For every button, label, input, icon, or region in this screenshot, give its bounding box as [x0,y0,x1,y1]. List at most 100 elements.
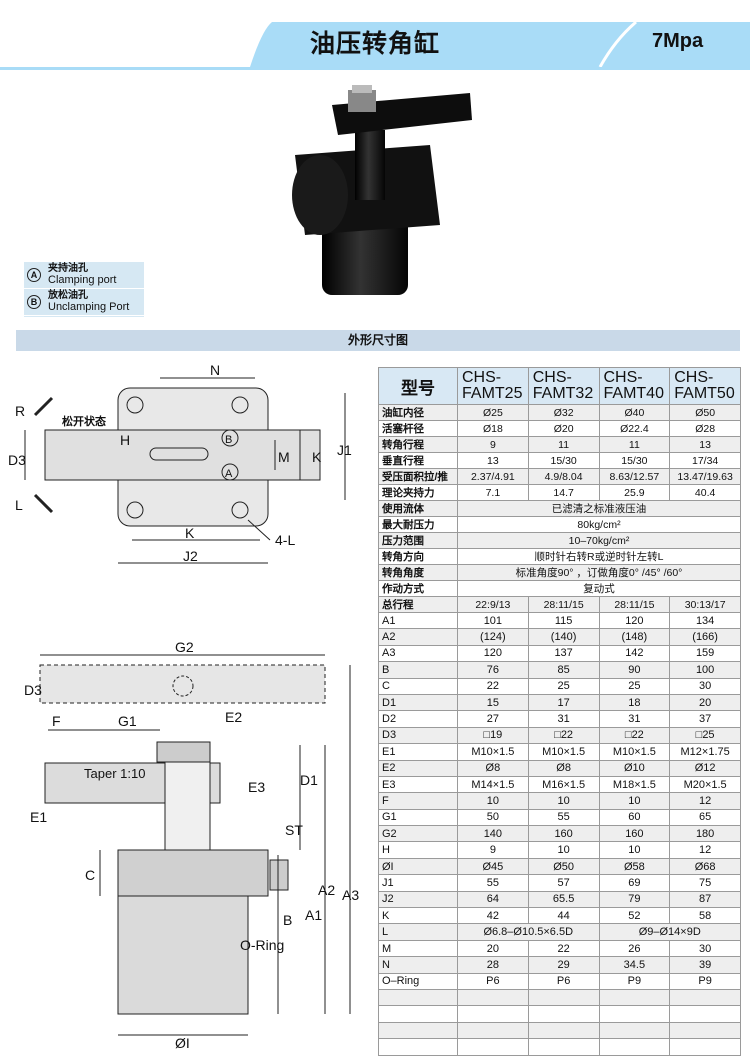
empty-cell [457,1038,529,1056]
empty-cell [527,1038,600,1056]
table-cell: 120 [598,611,671,630]
table-cell: M18×1.5 [598,775,671,794]
table-cell: Ø20 [527,420,600,437]
dim-n: N [210,362,220,378]
table-cell: 30:13/17 [669,596,741,613]
table-cell: 4.9/8.04 [527,468,600,485]
table-row [378,1021,741,1040]
table-cell: 55 [457,874,529,892]
table-cell: 13.47/19.63 [669,468,741,485]
dim-st: ST [285,822,303,838]
table-cell: 34.5 [598,956,671,974]
row-label: M [378,939,458,958]
table-cell: M16×1.5 [527,775,600,794]
row-label: ØI [378,857,458,876]
table-cell: Ø9–Ø14×9D [598,923,741,941]
table-cell: 17 [527,693,600,712]
table-cell: 30 [669,677,741,695]
table-cell: 52 [598,907,671,925]
table-cell: P9 [598,972,671,990]
table-cell: 137 [527,644,600,663]
table-cell: Ø8 [527,759,600,777]
arrow-r-label: R [15,403,25,419]
model-name-line: FAMT50 [674,385,735,402]
dim-4-l: 4-L [275,532,295,548]
page-title: 油压转角缸 [310,29,441,58]
model-name-line: CHS- [603,369,643,386]
legend-label-en: Unclamping Port [48,301,130,313]
table-cell: 115 [527,611,600,630]
table-cell: 7.1 [457,484,529,501]
dim-m: M [278,449,290,465]
table-row [378,1038,741,1056]
table-cell: 15/30 [527,452,600,469]
release-state-label: 松开状态 [62,414,106,428]
empty-cell [598,1005,671,1023]
table-cell: Ø10 [598,759,671,777]
table-cell: Ø68 [669,857,741,876]
table-cell: 26 [598,939,671,958]
empty-cell [457,1005,529,1023]
taper-label: Taper 1:10 [84,766,145,781]
model-column-header: CHS-FAMT50 [669,367,741,405]
top-view-drawing [24,377,346,564]
dim-e2: E2 [225,709,242,725]
table-cell: P9 [669,972,741,990]
table-cell: M12×1.75 [669,743,741,761]
empty-cell [598,988,671,1007]
table-cell: Ø45 [457,857,529,876]
port-a-label: A [225,468,233,480]
row-label: J1 [378,874,458,892]
table-cell: Ø6.8–Ø10.5×6.5D [457,923,600,941]
row-label: L [378,923,458,941]
table-cell: Ø12 [669,759,741,777]
table-row: 作动方式复动式 [378,580,741,597]
table-cell: 标准角度90° ，订做角度0° /45° /60° [457,564,741,581]
table-cell: M14×1.5 [457,775,529,794]
table-cell: 100 [669,661,741,679]
row-label: G2 [378,825,458,843]
table-cell: 44 [527,907,600,925]
dim-a3: A3 [342,887,359,903]
table-cell: 28:11/15 [598,596,671,613]
table-cell: 31 [598,710,671,728]
empty-cell [457,1021,529,1040]
table-cell: 31 [527,710,600,728]
legend-label-cn: 夹持油孔 [48,263,88,274]
table-cell: 15 [457,693,529,712]
dim-h: H [120,432,130,448]
table-row: A2(124)(140)(148)(166) [378,628,741,646]
row-label: N [378,956,458,974]
table-cell: Ø22.4 [598,420,671,437]
table-row [378,1005,741,1023]
row-label: E3 [378,775,458,794]
empty-cell [669,988,741,1007]
table-cell: 65.5 [527,890,600,909]
row-label: H [378,841,458,859]
table-cell: 76 [457,661,529,679]
table-cell: 9 [457,841,529,859]
table-cell: 复动式 [457,580,741,597]
model-name-line: FAMT25 [462,385,523,402]
dim-i: ØI [175,1035,190,1051]
empty-cell [527,1021,600,1040]
table-cell: Ø18 [457,420,529,437]
row-label: K [378,907,458,925]
table-cell: 50 [457,808,529,827]
table-cell: P6 [457,972,529,990]
row-label: 油缸内径 [378,404,458,421]
table-cell: □22 [527,726,600,745]
row-label: O–Ring [378,972,458,990]
table-cell: 69 [598,874,671,892]
table-cell: 8.63/12.57 [598,468,671,485]
